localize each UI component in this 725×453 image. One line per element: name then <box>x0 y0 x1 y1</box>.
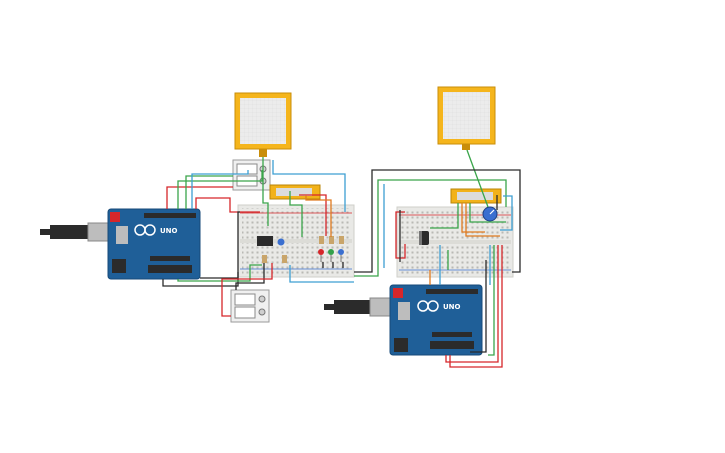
resistors-left[interactable] <box>262 236 344 263</box>
lcd-display-right[interactable] <box>450 188 502 204</box>
force-sensor-left[interactable] <box>234 92 292 157</box>
breadboard-left[interactable] <box>237 204 355 278</box>
arduino-uno-left[interactable]: UNO <box>107 208 201 280</box>
force-sensor-right[interactable] <box>437 86 496 150</box>
ic-chip-left[interactable] <box>257 236 273 246</box>
wires-right <box>354 149 521 368</box>
relay-module-top[interactable] <box>232 159 271 191</box>
wires-left <box>162 157 354 317</box>
led-red[interactable] <box>318 249 324 262</box>
relay-module-bottom[interactable] <box>230 289 270 323</box>
lcd-display-left[interactable] <box>269 184 321 200</box>
led-blue[interactable] <box>338 249 344 262</box>
usb-cable-left <box>40 222 111 242</box>
board-label-right: UNO <box>443 303 461 311</box>
capacitor-left[interactable] <box>277 238 285 246</box>
usb-cable-right <box>324 297 393 317</box>
capacitor-right[interactable] <box>419 231 429 245</box>
board-label-left: UNO <box>160 227 178 235</box>
arduino-uno-right[interactable]: UNO <box>389 284 483 356</box>
led-green[interactable] <box>328 249 334 262</box>
potentiometer[interactable] <box>482 206 498 222</box>
